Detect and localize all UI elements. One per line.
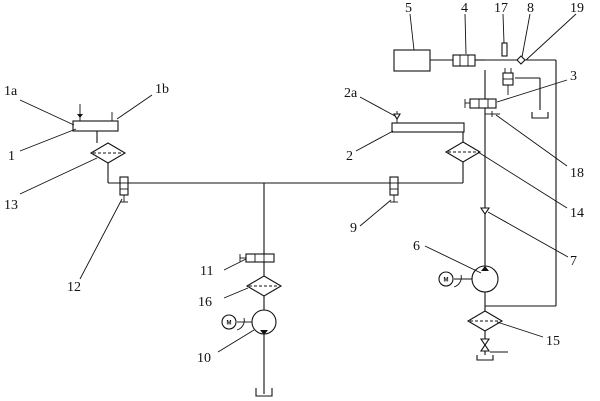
label-12: 12 — [67, 280, 81, 295]
label-16: 16 — [198, 295, 212, 310]
pipelines — [96, 59, 557, 397]
valve-8 — [516, 55, 526, 65]
component-18 — [485, 111, 500, 117]
label-18: 18 — [570, 166, 584, 181]
label-13: 13 — [4, 198, 18, 213]
valve-19 — [502, 68, 514, 95]
label-7: 7 — [570, 254, 577, 269]
label-11: 11 — [200, 264, 213, 279]
label-1: 1 — [8, 149, 15, 164]
pump-6: M — [438, 265, 499, 293]
needle-valve-2 — [393, 113, 401, 121]
label-1b: 1b — [155, 82, 169, 97]
filter-16 — [245, 275, 283, 297]
label-14: 14 — [570, 206, 584, 221]
filter-13 — [89, 142, 127, 164]
sensor-17 — [501, 42, 508, 57]
tank-2 — [391, 111, 465, 133]
label-9: 9 — [350, 221, 357, 236]
leader-lines — [19, 13, 577, 353]
motor-label-10: M — [227, 321, 232, 327]
label-5: 5 — [405, 1, 412, 16]
drain-valve-15 — [479, 338, 491, 352]
valve-12 — [119, 176, 129, 203]
motor-label-6: M — [444, 278, 449, 284]
tank-1 — [72, 104, 119, 132]
label-1a: 1a — [4, 84, 18, 99]
label-8: 8 — [527, 1, 534, 16]
component-4 — [452, 54, 476, 67]
label-3: 3 — [570, 69, 577, 84]
label-10: 10 — [197, 351, 211, 366]
label-19: 19 — [570, 1, 584, 16]
valve-3 — [464, 98, 497, 109]
filter-15 — [466, 310, 504, 332]
label-15: 15 — [546, 334, 560, 349]
label-2a: 2a — [344, 86, 358, 101]
label-2: 2 — [346, 149, 353, 164]
labels: 1a 1b 1 13 12 2a 2 9 11 16 10 5 4 17 8 1… — [4, 1, 584, 366]
pump-10: M — [221, 309, 277, 335]
label-4: 4 — [461, 1, 468, 16]
label-17: 17 — [494, 1, 508, 16]
component-5 — [393, 49, 431, 72]
check-valve-7 — [479, 207, 491, 215]
filter-14 — [444, 141, 482, 163]
valve-9 — [389, 176, 399, 203]
label-6: 6 — [413, 239, 420, 254]
valve-11 — [239, 253, 275, 263]
